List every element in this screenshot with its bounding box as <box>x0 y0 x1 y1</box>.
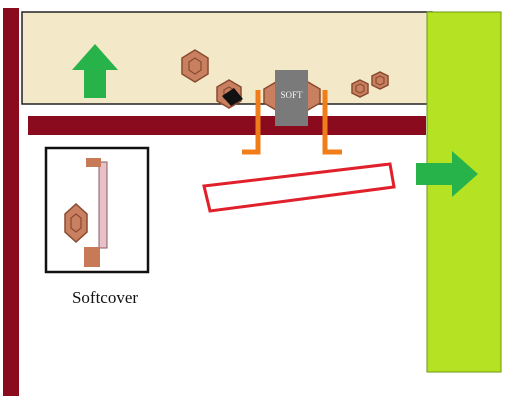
legend-bar <box>98 161 108 249</box>
bracket-right <box>322 90 342 155</box>
soft-block-label: SOFT <box>280 90 303 100</box>
soft-block <box>275 70 308 126</box>
up-arrow-icon <box>72 44 118 98</box>
hex-nut-icon <box>351 79 369 98</box>
legend-pad <box>86 158 101 167</box>
bracket-left <box>242 90 261 155</box>
diamond-icon <box>222 88 243 106</box>
right-arrow-icon <box>416 151 478 197</box>
shelf-bar <box>28 116 426 135</box>
hex-nut-icon <box>371 71 389 90</box>
hex-nut-icon <box>181 49 209 83</box>
green-panel <box>426 11 502 373</box>
left-wall <box>3 8 19 396</box>
legend-pad <box>84 247 100 267</box>
legend-caption: Softcover <box>71 288 139 307</box>
slot-outline <box>202 162 396 213</box>
hex-nut-icon <box>64 202 88 244</box>
